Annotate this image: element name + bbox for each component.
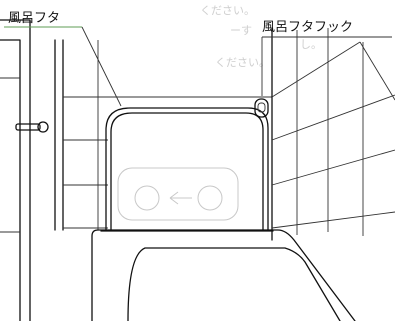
labels: 風呂フタ 風呂フタフック xyxy=(8,11,353,35)
back-wall-tiles xyxy=(54,39,272,231)
ghost-text-4: ください。 xyxy=(215,56,270,69)
ghost-text-1: ください。 xyxy=(200,4,255,17)
door-handle xyxy=(15,121,49,133)
bath-lid-hook xyxy=(254,98,269,118)
ghost-text-3: し。 xyxy=(300,38,322,51)
side-wall-tiles xyxy=(271,27,395,241)
bathtub xyxy=(91,229,356,321)
door-frame xyxy=(0,19,31,321)
bleed-through-text: ください。 ーす し。 ください。 xyxy=(200,4,322,69)
leader-lines xyxy=(4,26,392,107)
bleed-through-figure xyxy=(117,167,239,221)
ghost-text-2: ーす xyxy=(230,24,252,37)
bath-lid-label: 風呂フタ xyxy=(8,11,60,26)
bath-lid-hook-label: 風呂フタフック xyxy=(262,20,353,35)
bath-lid xyxy=(100,107,274,232)
bath-lid-pointer xyxy=(81,26,122,107)
